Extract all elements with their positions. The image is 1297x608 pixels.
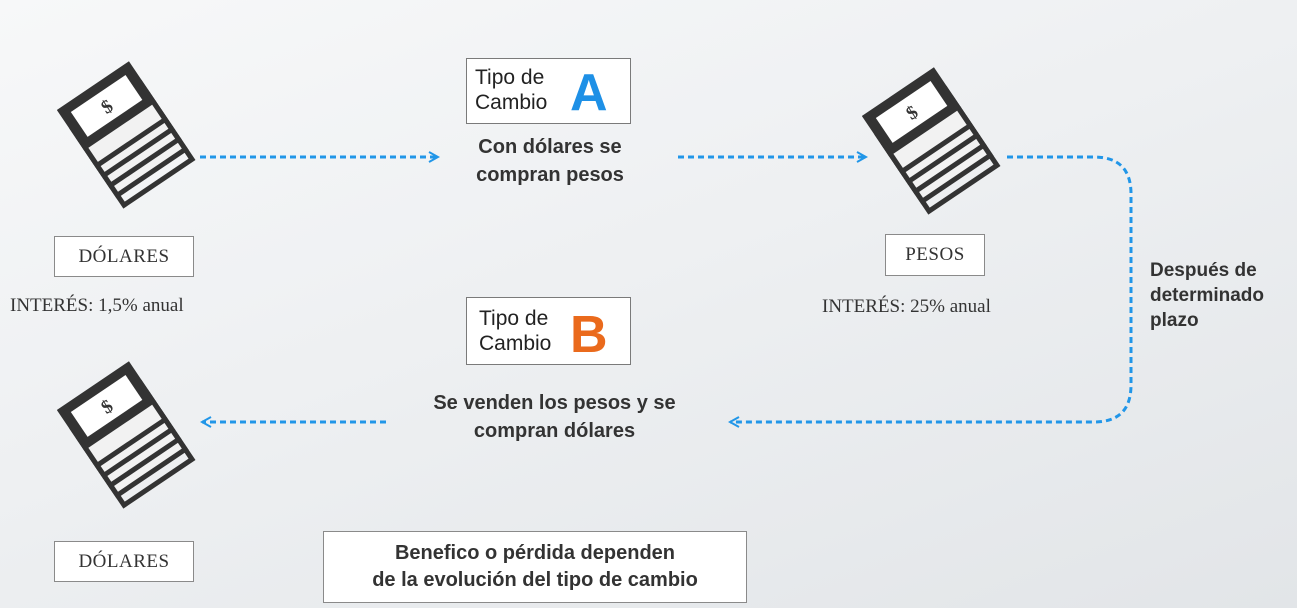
after-period-line2: determinado [1150,285,1265,306]
exchange-b-description: Se venden los pesos y se compran dólares [392,389,717,445]
pesos-interest: INTERÉS: 25% anual [822,296,991,317]
result-line2: de la evolución del tipo de cambio [372,569,698,591]
exchange-a-desc-line1: Con dólares se [478,136,622,158]
dolares-result-label-text: DÓLARES [78,550,170,572]
result-box: Benefico o pérdida dependen de la evoluc… [323,531,747,603]
exchange-rate-b-line2: Cambio [479,332,552,355]
exchange-rate-b-box: Tipo de Cambio B [466,297,631,365]
dolares-label-text: DÓLARES [78,245,170,267]
money-stack-icon: $ [57,61,196,209]
exchange-rate-a-line2: Cambio [475,91,548,114]
pesos-label-text: PESOS [905,244,965,265]
exchange-rate-a-line1: Tipo de [475,66,545,89]
exchange-rate-a-letter: A [570,64,608,122]
after-period-line1: Después de [1150,260,1257,281]
pesos-label: PESOS [885,234,985,276]
after-period-note: Después de determinado plazo [1150,258,1264,333]
dolares-interest: INTERÉS: 1,5% anual [10,295,184,316]
dolares-result-label: DÓLARES [54,541,194,582]
exchange-rate-a-box: Tipo de Cambio A [466,58,631,124]
exchange-a-description: Con dólares se compran pesos [415,133,685,189]
dolares-label: DÓLARES [54,236,194,277]
exchange-a-desc-line2: compran pesos [476,164,624,186]
arrow-pesos-loop [730,155,1133,422]
money-stack-icon: $ [862,67,1001,215]
exchange-rate-b-letter: B [570,306,608,364]
money-stack-icon: $ [57,361,196,509]
exchange-rate-b-line1: Tipo de [479,307,549,330]
after-period-line3: plazo [1150,310,1199,331]
exchange-b-desc-line1: Se venden los pesos y se [433,392,676,414]
result-line1: Benefico o pérdida dependen [394,542,676,564]
exchange-b-desc-line2: compran dólares [473,420,636,442]
